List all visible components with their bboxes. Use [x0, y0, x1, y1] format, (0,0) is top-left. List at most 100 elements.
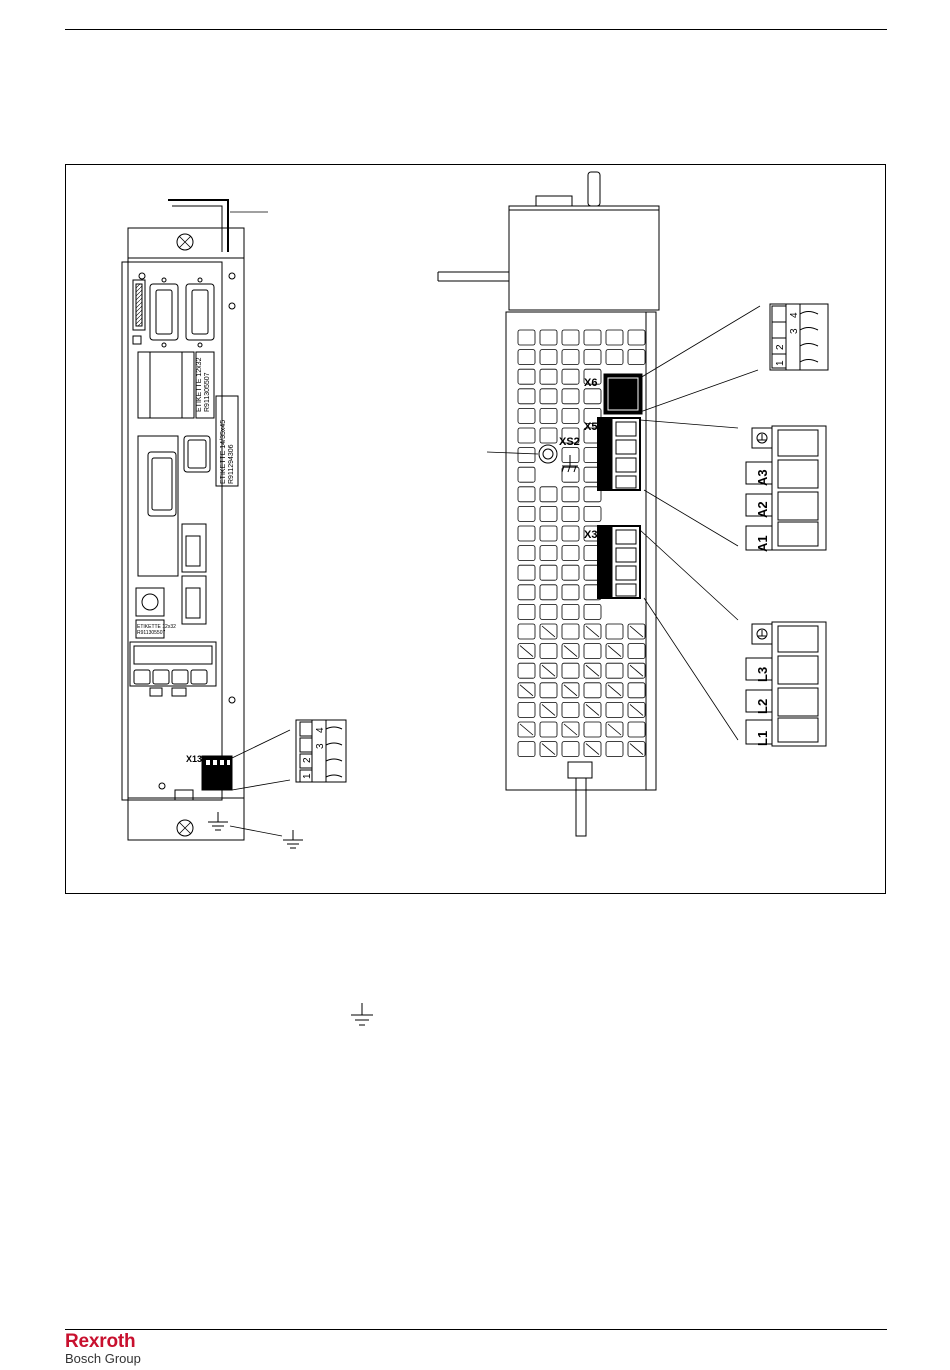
vent-slot [562, 546, 579, 561]
terminal-l2: L2 [755, 699, 770, 714]
x13-terminal-4: 4 [315, 727, 326, 733]
vent-slot-diagonal [520, 724, 533, 735]
vent-slot [584, 350, 601, 365]
vent-slot-diagonal [630, 626, 643, 637]
connector-x5-label: X5 [584, 421, 597, 433]
vent-slot [540, 546, 557, 561]
vent-slot [562, 330, 579, 345]
vent-slot [540, 389, 557, 404]
vent-slot-diagonal [564, 724, 577, 735]
x6-terminal-3: 3 [789, 328, 800, 334]
vent-slot-diagonal [586, 626, 599, 637]
terminal-a3: A3 [755, 469, 770, 486]
vent-slot-diagonal [608, 685, 621, 696]
vent-slot [540, 565, 557, 580]
vent-slot-diagonal [630, 665, 643, 676]
motor-detail-plug [746, 426, 826, 550]
earth-symbol-icon [348, 1003, 376, 1029]
vent-slot [584, 389, 601, 404]
vent-slot [518, 742, 535, 757]
vent-slot [606, 330, 623, 345]
vent-slot [628, 683, 645, 698]
vent-slot-diagonal [542, 744, 555, 755]
vent-slot [518, 350, 535, 365]
vent-slot [562, 506, 579, 521]
vent-slot [584, 722, 601, 737]
mains-terminal-labels: L3 L2 L1 [755, 667, 770, 746]
vent-slot [540, 683, 557, 698]
vent-slot [606, 624, 623, 639]
vent-slot [540, 506, 557, 521]
vent-slot [518, 585, 535, 600]
vent-slot-diagonal [564, 685, 577, 696]
vent-slot-diagonal [586, 704, 599, 715]
vent-slot-diagonal [630, 744, 643, 755]
mains-detail-plug [746, 622, 826, 746]
vent-slot [518, 467, 535, 482]
vent-slot-diagonal [520, 685, 533, 696]
x13-terminal-1: 1 [302, 773, 313, 779]
terminal-a1: A1 [755, 535, 770, 552]
vent-slot [540, 330, 557, 345]
logo-group: Bosch Group [65, 1352, 141, 1366]
vent-slot [562, 585, 579, 600]
connector-xs2-label: XS2 [559, 436, 580, 448]
label-etikette-2: ETIKETTE 14/35x45 [220, 420, 227, 484]
vent-slot [628, 330, 645, 345]
motor-terminal-labels: A3 A2 A1 [755, 469, 770, 552]
vent-slot [540, 585, 557, 600]
vent-slot [584, 644, 601, 659]
vent-slot [606, 350, 623, 365]
vent-slot-diagonal [630, 704, 643, 715]
vent-slot [540, 604, 557, 619]
vent-slot [562, 350, 579, 365]
label-etikette-1: ETIKETTE 12x32 [196, 357, 203, 412]
vent-slot [540, 428, 557, 443]
vent-slot [562, 369, 579, 384]
right-unit-labels: X6 X5 XS2 X3 [559, 377, 597, 541]
vent-slot [540, 408, 557, 423]
vent-slot [518, 448, 535, 463]
x6-terminal-2: 2 [775, 344, 786, 350]
footer-rule [65, 1329, 887, 1330]
vent-slot [562, 742, 579, 757]
vent-slot-diagonal [586, 665, 599, 676]
logo-brand: Rexroth [65, 1332, 141, 1352]
vent-slot [584, 330, 601, 345]
vent-slot-diagonal [608, 646, 621, 657]
terminal-l1: L1 [755, 731, 770, 746]
vent-slot [562, 604, 579, 619]
vent-slot [628, 350, 645, 365]
terminal-l3: L3 [755, 667, 770, 682]
label-etikette-1-code: R911305507 [204, 372, 211, 412]
vent-slot [518, 565, 535, 580]
vent-slot [562, 408, 579, 423]
terminal-a2: A2 [755, 501, 770, 518]
vent-slot [518, 624, 535, 639]
vent-slot [518, 428, 535, 443]
vent-slot [606, 702, 623, 717]
vent-slot [562, 467, 579, 482]
x6-terminal-4: 4 [789, 312, 800, 318]
vent-slot [606, 663, 623, 678]
vent-slot-diagonal [608, 724, 621, 735]
vent-slot [584, 604, 601, 619]
vent-slot [628, 722, 645, 737]
vent-slot [518, 487, 535, 502]
vent-slot [628, 644, 645, 659]
vent-slot [562, 565, 579, 580]
vent-slot [540, 350, 557, 365]
vent-slot [584, 506, 601, 521]
vent-slot [584, 683, 601, 698]
label-etikette-3-code: R911305507 [137, 630, 165, 636]
x6-terminal-1: 1 [775, 360, 786, 366]
x13-terminal-numbers: 1 2 3 4 [302, 727, 326, 779]
vent-slot-diagonal [542, 626, 555, 637]
right-unit [438, 172, 760, 836]
vent-slot [562, 624, 579, 639]
vent-slot [518, 369, 535, 384]
vent-slot [518, 526, 535, 541]
label-etikette-2-code: R911294306 [228, 444, 235, 484]
vent-slot-diagonal [542, 704, 555, 715]
